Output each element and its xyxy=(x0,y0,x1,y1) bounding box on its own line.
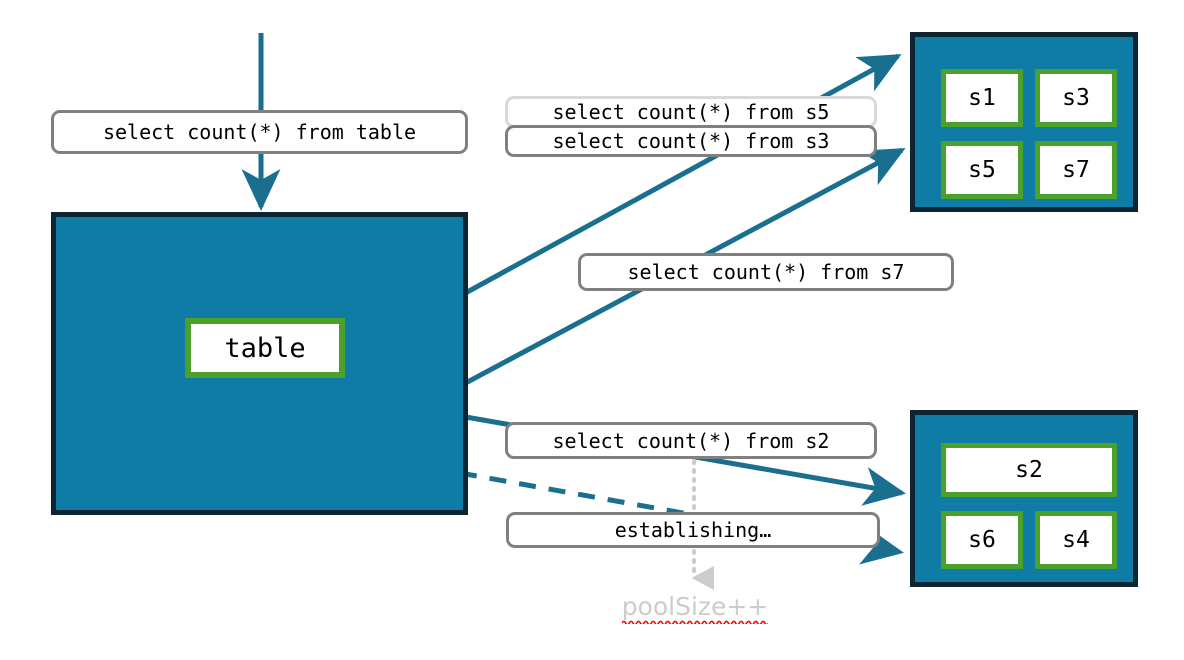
status-label-establishing-text: establishing… xyxy=(614,518,772,542)
connection-pool-bottom[interactable]: s2 s6 s4 xyxy=(910,410,1138,587)
pool-slot-s5[interactable]: s5 xyxy=(941,141,1023,199)
pool-slot-s2-label: s2 xyxy=(1015,457,1043,483)
poolsize-annotation-label: poolSize++ xyxy=(621,592,769,621)
pool-slot-s6-label: s6 xyxy=(968,527,996,553)
query-label-s2[interactable]: select count(*) from s2 xyxy=(505,422,877,459)
table-entity-box[interactable]: table xyxy=(185,318,345,378)
status-label-establishing[interactable]: establishing… xyxy=(506,512,880,548)
poolsize-annotation-text-wrap: poolSize++ xyxy=(621,592,769,624)
query-label-s3-text: select count(*) from s3 xyxy=(552,129,830,153)
pool-slot-s5-label: s5 xyxy=(968,157,996,183)
spellcheck-squiggle-icon xyxy=(621,620,769,624)
query-label-table-text: select count(*) from table xyxy=(102,120,417,144)
query-label-s7-text: select count(*) from s7 xyxy=(627,260,905,284)
connection-pool-top[interactable]: s1 s3 s5 s7 xyxy=(910,32,1138,212)
query-label-s2-text: select count(*) from s2 xyxy=(552,428,830,453)
query-label-table[interactable]: select count(*) from table xyxy=(51,110,468,154)
pool-slot-s4[interactable]: s4 xyxy=(1035,511,1117,569)
pool-slot-s4-label: s4 xyxy=(1062,527,1090,553)
table-node[interactable]: table xyxy=(51,212,468,515)
pool-slot-s3-label: s3 xyxy=(1062,85,1090,111)
pool-slot-s1-label: s1 xyxy=(968,85,996,111)
pool-slot-s2[interactable]: s2 xyxy=(941,443,1117,497)
pool-slot-s6[interactable]: s6 xyxy=(941,511,1023,569)
query-label-s3[interactable]: select count(*) from s3 xyxy=(505,125,877,157)
query-label-s5-text: select count(*) from s5 xyxy=(552,100,830,124)
pool-slot-s7-label: s7 xyxy=(1062,157,1090,183)
pool-slot-s1[interactable]: s1 xyxy=(941,69,1023,127)
poolsize-annotation: poolSize++ xyxy=(600,592,790,624)
query-label-s7[interactable]: select count(*) from s7 xyxy=(578,253,954,291)
table-entity-label: table xyxy=(224,332,306,364)
query-label-s5[interactable]: select count(*) from s5 xyxy=(505,96,877,128)
pool-slot-s7[interactable]: s7 xyxy=(1035,141,1117,199)
pool-slot-s3[interactable]: s3 xyxy=(1035,69,1117,127)
